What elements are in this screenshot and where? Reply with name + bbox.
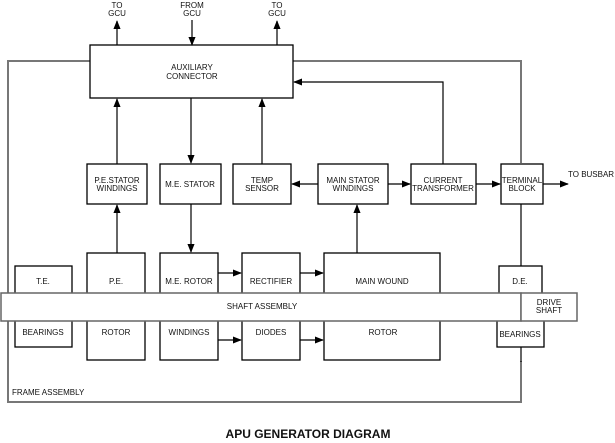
de-bearings-label: BEARINGS: [499, 330, 540, 339]
main-wound-label: MAIN WOUND: [355, 277, 409, 286]
to-gcu-left-label-2: GCU: [108, 9, 126, 18]
auxiliary-connector-label-2: CONNECTOR: [166, 72, 218, 81]
frame-assembly-outline: [7, 60, 522, 403]
pe-stator-label-2: WINDINGS: [97, 184, 138, 193]
pe-label: P.E.: [109, 277, 123, 286]
te-bearings-label: BEARINGS: [22, 328, 63, 337]
rectifier-label: RECTIFIER: [250, 277, 292, 286]
frame-assembly-label: FRAME ASSEMBLY: [12, 388, 85, 397]
from-gcu-label-2: GCU: [183, 9, 201, 18]
te-label: T.E.: [36, 277, 50, 286]
me-windings-label: WINDINGS: [169, 328, 210, 337]
terminal-block-label-1: TERMINAL: [502, 176, 543, 185]
auxiliary-connector-label-1: AUXILIARY: [171, 63, 213, 72]
shaft-assembly-label: SHAFT ASSEMBLY: [227, 302, 298, 311]
shaft-assembly: [0, 292, 522, 322]
main-stator-label-1: MAIN STATOR: [326, 176, 380, 185]
current-transformer-label-1: CURRENT: [423, 176, 462, 185]
main-stator-label-2: WINDINGS: [333, 184, 374, 193]
temp-sensor-block: [232, 163, 292, 205]
main-rotor-label: ROTOR: [369, 328, 398, 337]
me-rotor-label: M.E. ROTOR: [165, 277, 213, 286]
pe-stator-windings-block: [86, 163, 148, 205]
diodes-label: DIODES: [256, 328, 287, 337]
terminal-block: [500, 163, 544, 205]
frame-assembly-top-right: [293, 60, 522, 163]
temp-sensor-label-2: SENSOR: [245, 184, 279, 193]
current-transformer-label-2: TRANSFORMER: [412, 184, 474, 193]
temp-sensor-label-1: TEMP: [251, 176, 273, 185]
drive-shaft-label-2: SHAFT: [536, 306, 562, 315]
current-transformer-block: [410, 163, 477, 205]
de-bearings-block: [496, 319, 545, 348]
to-gcu-right-label-1: TO: [272, 1, 283, 10]
drive-shaft-label-1: DRIVE: [537, 298, 561, 307]
diagram-title: APU GENERATOR DIAGRAM: [226, 427, 391, 441]
to-gcu-right-label-2: GCU: [268, 9, 286, 18]
from-gcu-label-1: FROM: [180, 1, 204, 10]
to-gcu-left-label-1: TO: [112, 1, 123, 10]
me-stator-label: M.E. STATOR: [165, 180, 215, 189]
terminal-block-label-2: BLOCK: [508, 184, 536, 193]
to-busbar-label: TO BUSBAR: [568, 170, 614, 179]
drive-shaft-block: [520, 292, 578, 322]
de-label: D.E.: [512, 277, 528, 286]
pe-stator-label-1: P.E.STATOR: [94, 176, 139, 185]
pe-rotor-label: ROTOR: [102, 328, 131, 337]
current-transformer-to-connector-arrow: [293, 78, 444, 164]
